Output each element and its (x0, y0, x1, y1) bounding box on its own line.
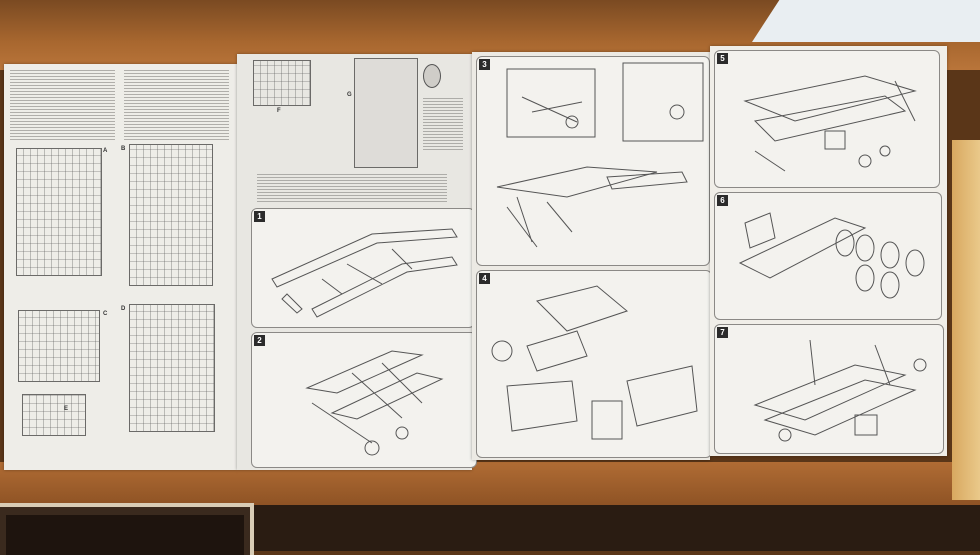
step-number: 1 (254, 211, 265, 222)
sprue-label-c: C (103, 311, 108, 317)
paint-reference-text (257, 174, 447, 204)
sprue-c-diagram (18, 310, 100, 382)
picture-frame (0, 503, 254, 555)
sheet-steps-5-7: 5 6 (710, 46, 947, 456)
step-2-panel: 2 (251, 332, 477, 468)
step-3-panel: 3 (476, 56, 710, 266)
text-block (423, 98, 463, 150)
step-number: 3 (479, 59, 490, 70)
step-number: 7 (717, 327, 728, 338)
sprue-f-diagram (253, 60, 311, 106)
step-number: 6 (717, 195, 728, 206)
step-number: 5 (717, 53, 728, 64)
sprue-label-b: B (121, 146, 126, 152)
step-6-panel: 6 (714, 192, 942, 320)
sheet-steps-1-2: F G 1 2 (237, 54, 477, 470)
step-4-panel: 4 (476, 270, 712, 458)
step-3-drawing (496, 62, 704, 248)
step-7-panel: 7 (714, 324, 944, 454)
step-5-drawing (743, 75, 917, 172)
cardboard-box-edge (952, 140, 980, 500)
sprue-d-diagram (129, 304, 215, 432)
sprue-label-d: D (121, 306, 126, 312)
step-1-panel: 1 (251, 208, 475, 328)
step-1-drawing (271, 228, 458, 318)
step-6-drawing (738, 212, 925, 299)
sprue-label-f: F (277, 108, 281, 114)
text-block (10, 70, 115, 140)
step-7-drawing (753, 339, 927, 442)
tire-icon (423, 64, 441, 88)
step-5-panel: 5 (714, 50, 940, 188)
sprue-a-diagram (16, 148, 102, 276)
step-number: 4 (479, 273, 490, 284)
step-2-drawing (305, 350, 444, 456)
sprue-b-diagram (129, 144, 213, 286)
sprue-label-a: A (103, 148, 108, 154)
sprue-label-e: E (64, 406, 69, 412)
step-4-drawing (491, 285, 698, 440)
sprue-e-diagram (22, 394, 86, 436)
step-number: 2 (254, 335, 265, 346)
sprue-g-diagram (354, 58, 418, 168)
corner-paper (752, 0, 980, 42)
instruction-sheet: A B C D E F G 1 (4, 46, 947, 470)
sheet-steps-3-4: 3 4 (472, 52, 712, 460)
sprue-label-g: G (347, 92, 352, 98)
sheet-sprues: A B C D E (4, 64, 237, 470)
text-block (124, 70, 229, 140)
